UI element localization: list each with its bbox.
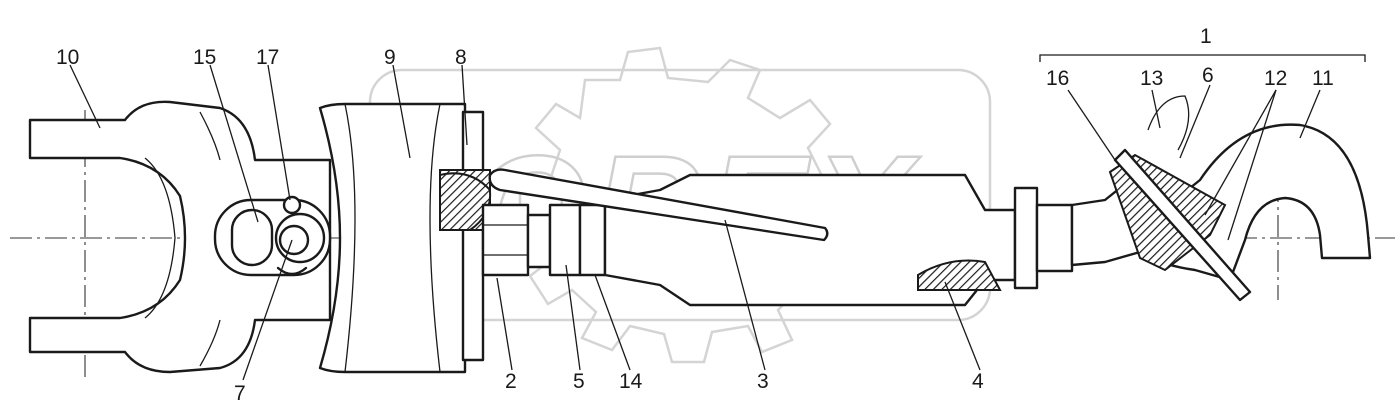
hex-nut bbox=[481, 203, 530, 277]
callout-8: 8 bbox=[455, 46, 467, 69]
collar bbox=[526, 213, 552, 269]
flange bbox=[461, 110, 485, 362]
callout-labels: 1 2 3 4 5 6 7 8 9 10 11 12 13 14 15 16 1… bbox=[56, 25, 1334, 405]
housing bbox=[318, 102, 467, 374]
handle-lever bbox=[488, 168, 829, 242]
yoke-fork bbox=[28, 100, 332, 374]
callout-14: 14 bbox=[619, 370, 643, 393]
callout-4: 4 bbox=[972, 370, 984, 393]
tube-body bbox=[603, 173, 1074, 307]
callout-2: 2 bbox=[505, 370, 517, 393]
callout-1: 1 bbox=[1200, 25, 1212, 48]
callout-17: 17 bbox=[256, 46, 279, 69]
callout-5: 5 bbox=[573, 370, 585, 393]
callout-9: 9 bbox=[384, 46, 396, 69]
callout-10: 10 bbox=[56, 46, 79, 69]
callout-15: 15 bbox=[193, 46, 216, 69]
callout-13: 13 bbox=[1140, 67, 1163, 90]
pin-block bbox=[213, 195, 332, 277]
callout-3: 3 bbox=[757, 370, 769, 393]
callout-7: 7 bbox=[234, 382, 246, 405]
callout-16: 16 bbox=[1046, 67, 1069, 90]
lock-nut bbox=[578, 203, 607, 277]
callout-11: 11 bbox=[1312, 67, 1334, 90]
callout-12: 12 bbox=[1264, 67, 1287, 90]
leader-lines bbox=[69, 54, 1366, 381]
hook-assembly bbox=[1070, 95, 1372, 302]
callout-6: 6 bbox=[1202, 64, 1214, 87]
